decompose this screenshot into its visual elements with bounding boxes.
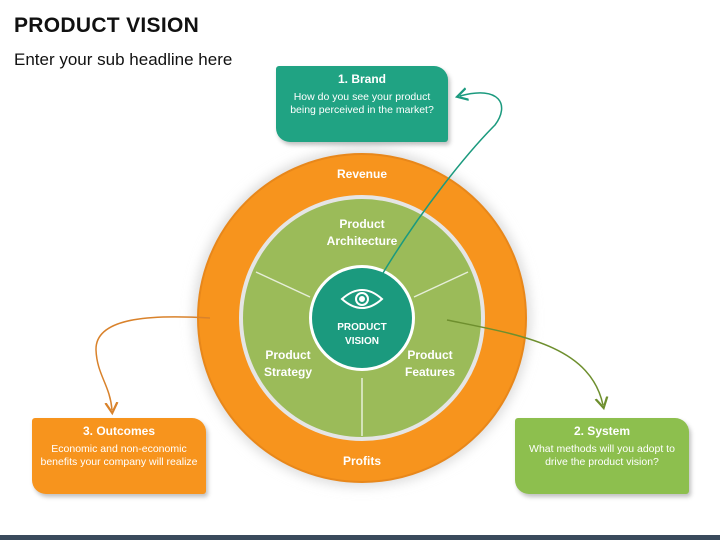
label-features-line2: Features	[405, 365, 455, 379]
label-profits: Profits	[343, 454, 381, 468]
callout-system-title: 2. System	[573, 424, 631, 438]
label-center-line1: PRODUCT	[337, 322, 386, 333]
callout-brand-title: 1. Brand	[337, 72, 386, 86]
connector-system	[446, 319, 603, 405]
label-center-line2: VISION	[345, 336, 379, 347]
page-subtitle: Enter your sub headline here	[14, 50, 233, 69]
callout-outcomes: 3. Outcomes Economic and non-economic be…	[32, 418, 206, 494]
callout-brand: 1. Brand How do you see your product bei…	[276, 66, 448, 142]
callout-system-desc: What methods will you adopt to drive the…	[529, 443, 675, 468]
connector-brand	[376, 93, 503, 284]
divider-right	[413, 271, 469, 298]
label-strategy-line1: Product	[265, 348, 310, 362]
center-circle	[312, 268, 412, 368]
callout-outcomes-title: 3. Outcomes	[82, 424, 156, 438]
bottom-bar	[0, 535, 720, 540]
eye-icon	[340, 289, 384, 309]
callout-system: 2. System What methods will you adopt to…	[515, 418, 689, 494]
callout-brand-desc: How do you see your product being percei…	[290, 91, 434, 116]
label-strategy-line2: Strategy	[264, 365, 312, 379]
connector-outcomes	[95, 316, 211, 410]
page-title: PRODUCT VISION	[14, 14, 200, 37]
label-architecture-line2: Architecture	[327, 234, 398, 248]
label-features-line1: Product	[407, 348, 452, 362]
divider-left	[255, 271, 311, 298]
label-revenue: Revenue	[337, 167, 387, 181]
callout-outcomes-desc: Economic and non-economic benefits your …	[40, 443, 198, 468]
label-architecture-line1: Product	[339, 217, 384, 231]
